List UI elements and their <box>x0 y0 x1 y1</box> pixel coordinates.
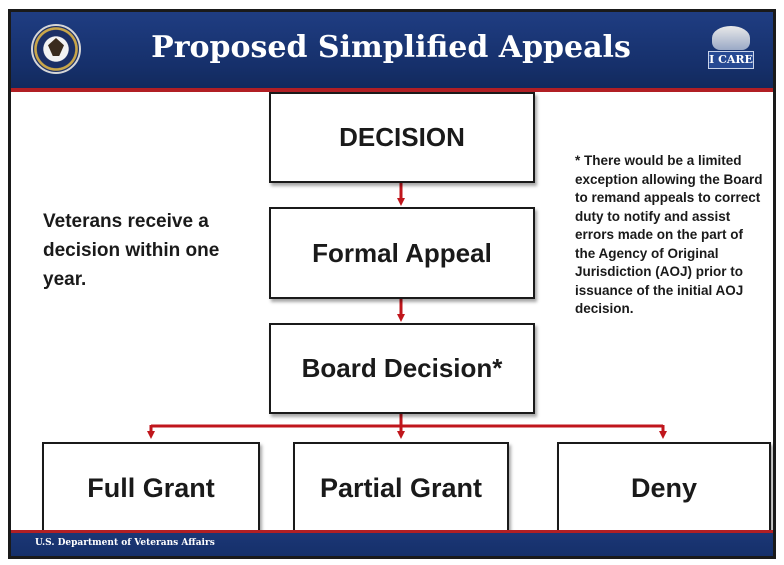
board-decision-box: Board Decision* <box>269 323 535 414</box>
deny-box: Deny <box>557 442 771 534</box>
side-note: Veterans receive a decision within one y… <box>43 211 220 290</box>
footer-bar: U.S. Department of Veterans Affairs <box>11 530 773 556</box>
header-bar: Proposed Simplified Appeals I CARE <box>11 12 773 88</box>
header-divider <box>11 88 773 92</box>
icare-emblem-icon <box>712 26 750 50</box>
icare-logo-text: I CARE <box>708 51 754 69</box>
slide: Proposed Simplified Appeals I CARE DECIS… <box>8 9 776 559</box>
formal-appeal-box: Formal Appeal <box>269 207 535 299</box>
decision-box: DECISION <box>269 92 535 183</box>
icare-logo: I CARE <box>706 26 756 74</box>
partial-grant-box: Partial Grant <box>293 442 509 534</box>
slide-title: Proposed Simplified Appeals <box>151 30 631 65</box>
footer-text: U.S. Department of Veterans Affairs <box>35 538 215 548</box>
full-grant-box: Full Grant <box>42 442 260 534</box>
footnote: * There would be a limited exception all… <box>575 153 763 316</box>
footer-divider <box>11 530 773 533</box>
eagle-icon <box>48 38 64 56</box>
va-seal-icon <box>31 24 81 74</box>
flow-connectors <box>147 182 667 439</box>
